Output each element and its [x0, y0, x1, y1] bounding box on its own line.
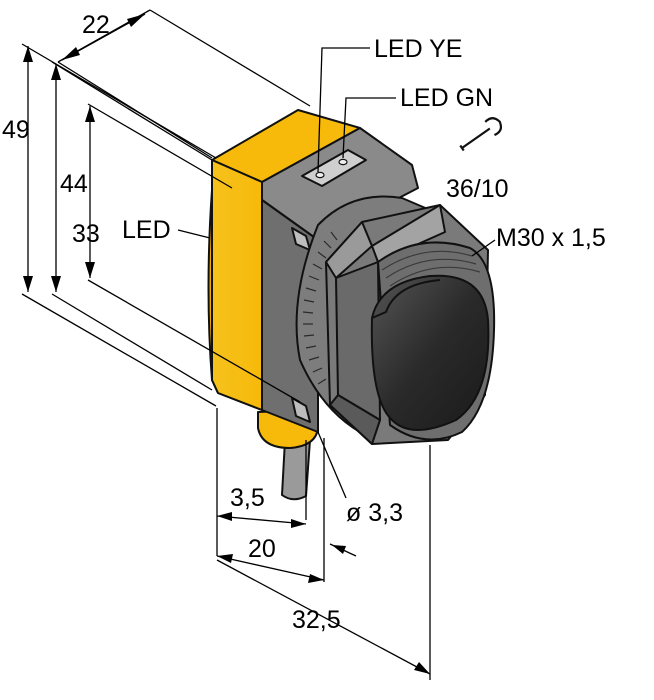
label-led: LED: [122, 216, 171, 244]
wrench-icon: [459, 117, 502, 152]
led-window: [301, 149, 367, 187]
dim-height-49: 49: [2, 116, 30, 144]
dim-depth-32-5: 32,5: [292, 606, 341, 634]
dimension-lines: [21, 9, 496, 680]
label-led-ye: LED YE: [374, 35, 462, 63]
label-wrench-size: 36/10: [446, 175, 509, 203]
label-led-gn: LED GN: [400, 84, 493, 112]
knurl-lines: [302, 231, 338, 385]
labels: LED YE LED GN LED 36/10 M30 x 1,5 ø 3,3 …: [2, 11, 606, 634]
sensor-housing: [207, 109, 496, 501]
led-ye: [315, 171, 325, 179]
mounting-hole-bottom: [291, 397, 311, 423]
dim-depth-20: 20: [248, 535, 276, 563]
dim-height-33: 33: [72, 220, 100, 248]
dim-height-44: 44: [60, 170, 88, 198]
dim-depth-3-5: 3,5: [230, 484, 265, 512]
lens: [370, 274, 490, 431]
label-thread: M30 x 1,5: [496, 224, 606, 252]
led-gn: [338, 158, 348, 166]
dim-width-22: 22: [82, 11, 110, 39]
thread-lines: [381, 250, 481, 287]
housing-front-yellow: [211, 159, 263, 411]
label-cable-diameter: ø 3,3: [346, 499, 403, 527]
